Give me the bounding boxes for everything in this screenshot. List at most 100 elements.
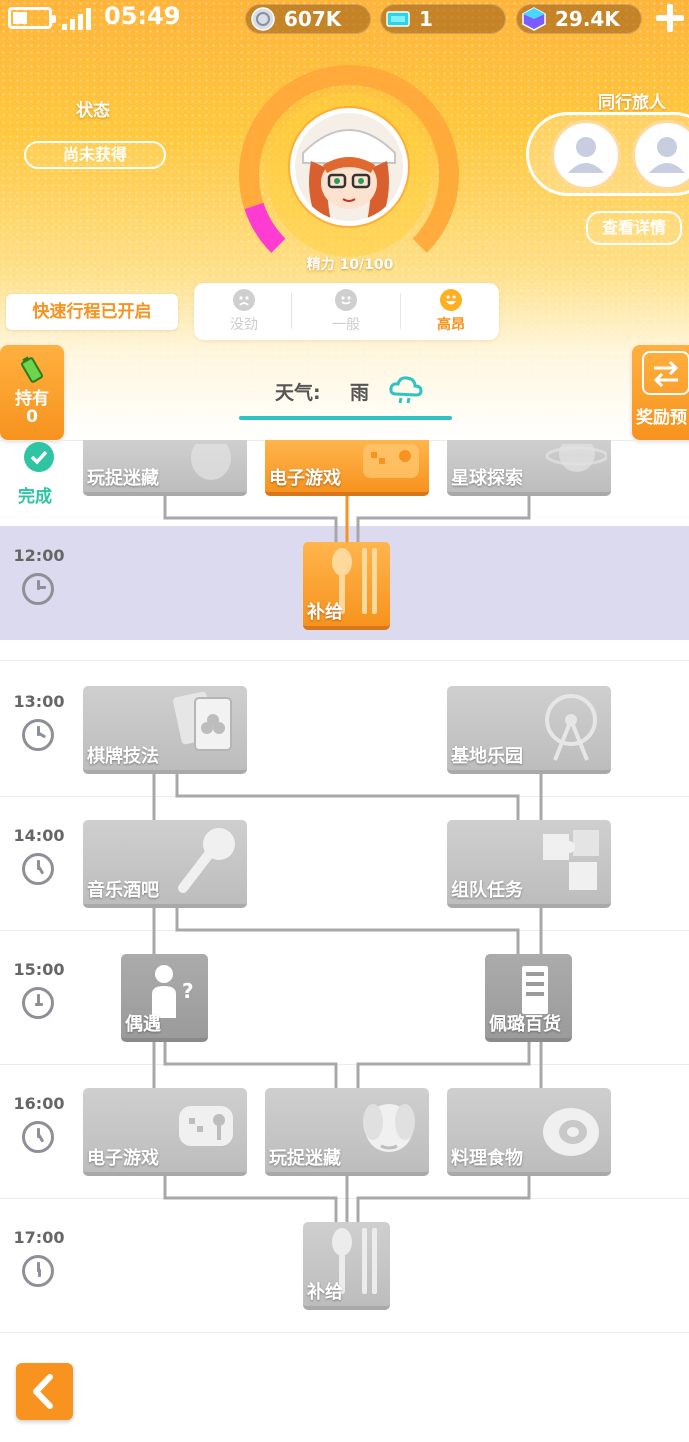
activity-label: 玩捉迷藏 (87, 468, 159, 489)
activity-label: 偶遇 (125, 1014, 161, 1035)
crystal-currency[interactable]: 29.4K (516, 4, 642, 34)
time-label: 16:00 (13, 1094, 65, 1113)
weather-underline (239, 416, 452, 420)
activity-label: 补给 (307, 602, 343, 623)
time-label: 14:00 (13, 826, 65, 845)
hands-over-eyes-icon (363, 1104, 415, 1152)
check-icon (24, 442, 54, 472)
clock-icon (22, 853, 54, 885)
neutral-face-icon (335, 289, 357, 311)
playing-cards-icon (173, 691, 232, 751)
status-value: 尚未获得 (24, 141, 166, 169)
battery-icon (8, 7, 56, 29)
person-question-icon: ? (152, 965, 194, 1018)
clock-icon (22, 573, 54, 605)
happy-face-icon (440, 289, 462, 311)
clock-icon (22, 719, 54, 751)
holding-label: 持有 (15, 389, 49, 409)
hide-and-seek-icon (191, 444, 231, 480)
activity-music-bar[interactable]: 音乐酒吧 (83, 820, 247, 908)
clock-icon (22, 1121, 54, 1153)
reward-preview-tab[interactable]: 奖励预 (632, 345, 689, 440)
activity-label: 料理食物 (451, 1148, 523, 1169)
spoon-chopsticks-icon (332, 548, 377, 614)
clock-icon (22, 1255, 54, 1287)
mood-selector: 没劲 一般 高昂 (194, 283, 499, 340)
route-connectors (152, 496, 543, 1222)
activity-base-park[interactable]: 基地乐园 (447, 686, 611, 774)
coin-icon (251, 7, 275, 31)
reward-preview-label: 奖励预 (636, 408, 687, 428)
coin-value: 607K (284, 7, 342, 31)
weather-label: 天气: (275, 382, 321, 404)
sushi-icon (543, 1108, 599, 1156)
ticket-currency[interactable]: 1 (380, 4, 506, 34)
activity-supply[interactable]: 补给 (303, 1222, 390, 1310)
quick-trip-badge[interactable]: 快速行程已开启 (6, 294, 178, 330)
activity-label: 棋牌技法 (87, 746, 159, 767)
battery-item-icon (21, 356, 43, 383)
mood-label-normal: 一般 (332, 317, 360, 333)
signal-icon (62, 8, 96, 30)
gamepad-icon (179, 1106, 233, 1146)
character-portrait-icon (295, 113, 403, 221)
mood-divider (291, 293, 292, 329)
time-label: 12:00 (13, 546, 65, 565)
sad-face-icon (233, 289, 255, 311)
puzzle-icon (543, 830, 599, 890)
row-divider (0, 1332, 689, 1333)
activity-card-game[interactable]: 棋牌技法 (83, 686, 247, 774)
mood-label-low: 没劲 (230, 317, 258, 333)
user-placeholder-icon (568, 137, 604, 173)
activity-label: 音乐酒吧 (87, 880, 159, 901)
time-label: 17:00 (13, 1228, 65, 1247)
mood-option-low[interactable]: 没劲 (194, 287, 294, 334)
mood-option-normal[interactable]: 一般 (296, 287, 396, 334)
holding-tab[interactable]: 持有 0 (0, 345, 64, 440)
activity-hide-and-seek-top[interactable]: 玩捉迷藏 (83, 440, 247, 496)
status-title: 状态 (76, 101, 110, 121)
activity-video-game-top[interactable]: 电子游戏 (265, 440, 429, 496)
row-divider (0, 1198, 689, 1199)
crystal-value: 29.4K (555, 7, 620, 31)
microphone-icon (178, 828, 235, 893)
activity-label: 组队任务 (451, 880, 523, 901)
activity-encounter[interactable]: ? 偶遇 (121, 954, 208, 1042)
activity-cooking[interactable]: 料理食物 (447, 1088, 611, 1176)
row-divider (0, 660, 689, 661)
mood-option-high[interactable]: 高昂 (401, 287, 501, 334)
activity-label: 电子游戏 (269, 468, 341, 489)
player-avatar[interactable] (290, 108, 408, 226)
clock-icon (22, 987, 54, 1019)
weather-value: 雨 (350, 382, 370, 404)
coin-currency[interactable]: 607K (245, 4, 371, 34)
back-button[interactable] (16, 1363, 73, 1420)
gamepad-icon (363, 444, 419, 478)
stamina-label: 精力 10/100 (306, 257, 394, 273)
activity-peilu-store[interactable]: 佩璐百货 (485, 954, 572, 1042)
activity-label: 玩捉迷藏 (269, 1148, 341, 1169)
user-placeholder-icon (649, 137, 685, 173)
spoon-chopsticks-icon (332, 1228, 377, 1294)
activity-hide-and-seek[interactable]: 玩捉迷藏 (265, 1088, 429, 1176)
planet-icon (545, 444, 607, 472)
chevron-left-icon (33, 1374, 53, 1409)
companion-slot-1[interactable] (551, 120, 621, 190)
svg-text:?: ? (182, 979, 194, 1003)
crystal-icon (522, 7, 546, 31)
mood-label-high: 高昂 (437, 317, 465, 333)
activity-planet-exploration-top[interactable]: 星球探索 (447, 440, 611, 496)
swap-icon (642, 351, 689, 395)
clock-time: 05:49 (104, 2, 181, 30)
ferris-wheel-icon (545, 694, 597, 761)
add-currency-button[interactable] (654, 2, 686, 34)
view-details-button[interactable]: 查看详情 (586, 211, 682, 245)
activity-supply-current[interactable]: 补给 (303, 542, 390, 630)
row-divider (0, 1064, 689, 1065)
companion-slot-2[interactable] (632, 120, 689, 190)
activity-label: 星球探索 (451, 468, 523, 489)
time-label: 13:00 (13, 692, 65, 711)
activity-team-mission[interactable]: 组队任务 (447, 820, 611, 908)
activity-label: 佩璐百货 (489, 1014, 561, 1035)
activity-video-game[interactable]: 电子游戏 (83, 1088, 247, 1176)
